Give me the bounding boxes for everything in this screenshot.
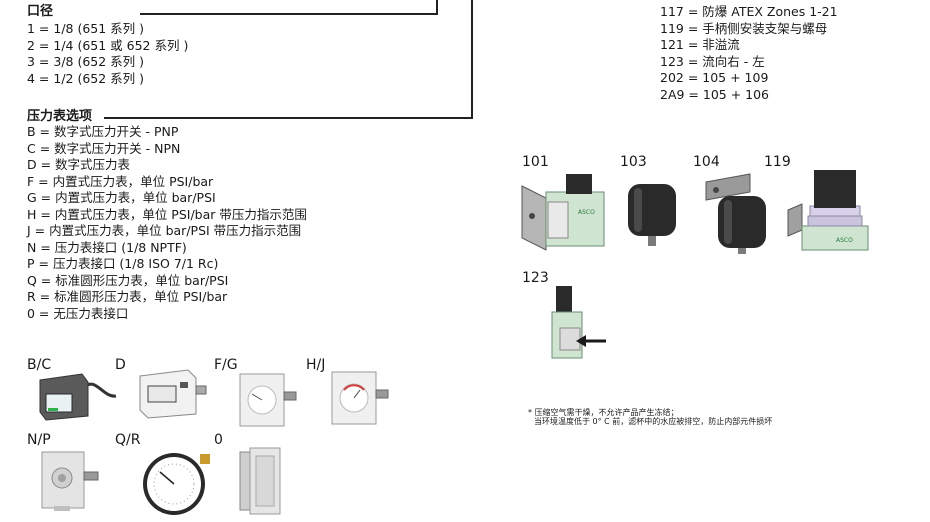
gauge-fg-illustration (239, 373, 297, 427)
option-item-202: 202 = 105 + 109 (660, 70, 769, 85)
bore-list: 1 = 1/8 (651 系列 ) 2 = 1/4 (651 或 652 系列 … (27, 21, 188, 87)
option-item-2a9: 2A9 = 105 + 106 (660, 86, 770, 102)
gauge-label-d: D (115, 357, 126, 373)
footnote-line-1: * 压缩空气需干燥，不允许产品产生冻结； (528, 408, 679, 417)
option-103-illustration (628, 184, 676, 246)
option-item-121: 121 = 非溢流 (660, 37, 740, 52)
gauge-label-fg: F/G (214, 357, 238, 373)
option-label-104: 104 (693, 154, 720, 170)
option-101-illustration: ASCO (521, 174, 605, 251)
bore-heading: 口径 (27, 4, 54, 19)
gauge-item-g: G = 内置式压力表，单位 bar/PSI (27, 190, 216, 205)
frame-gauge-bottom (104, 117, 473, 119)
gauge-item-p: P = 压力表接口 (1/8 ISO 7/1 Rc) (27, 256, 219, 271)
option-label-101: 101 (522, 154, 549, 170)
frame-bore-bottom (140, 13, 438, 15)
gauge-item-h: H = 内置式压力表，单位 PSI/bar 带压力指示范围 (27, 206, 307, 222)
option-label-119: 119 (764, 154, 791, 170)
gauge-item-d: D = 数字式压力表 (27, 157, 131, 172)
gauge-bc-illustration (39, 373, 117, 421)
gauge-qr-illustration (143, 453, 210, 515)
option-label-123: 123 (522, 270, 549, 286)
options-list: 117 = 防爆 ATEX Zones 1-21 119 = 手柄侧安装支架与螺… (660, 4, 838, 103)
gauge-item-b: B = 数字式压力开关 - PNP (27, 124, 179, 139)
option-119-illustration: ASCO (787, 170, 869, 251)
option-item-119: 119 = 手柄侧安装支架与螺母 (660, 20, 828, 36)
footnote-line-2: 当环境温度低于 0° C 前，滤杯中的水应被排空，防止内部元件损坏 (534, 417, 773, 426)
gauge-item-q: Q = 标准圆形压力表，单位 bar/PSI (27, 272, 229, 288)
gauge-label-hj: H/J (306, 357, 326, 373)
gauge-np-illustration (41, 451, 99, 511)
gauge-heading: 压力表选项 (27, 109, 93, 124)
frame-gauge-right (471, 0, 473, 118)
svg-text:ASCO: ASCO (836, 237, 853, 244)
svg-text:ASCO: ASCO (578, 209, 595, 216)
option-label-103: 103 (620, 154, 647, 170)
gauge-label-qr: Q/R (115, 432, 141, 448)
gauge-item-j: J = 内置式压力表，单位 bar/PSI 带压力指示范围 (27, 223, 302, 238)
gauge-item-f: F = 内置式压力表，单位 PSI/bar (27, 173, 214, 189)
bore-item-1: 1 = 1/8 (651 系列 ) (27, 21, 145, 36)
gauge-label-bc: B/C (27, 357, 52, 373)
gauge-d-illustration (139, 369, 207, 419)
bore-item-4: 4 = 1/2 (652 系列 ) (27, 70, 145, 86)
gauge-list: B = 数字式压力开关 - PNP C = 数字式压力开关 - NPN D = … (27, 124, 307, 322)
gauge-item-r: R = 标准圆形压力表，单位 PSI/bar (27, 289, 228, 304)
gauge-0-illustration (239, 447, 281, 515)
gauge-label-0: 0 (214, 432, 223, 448)
option-item-117: 117 = 防爆 ATEX Zones 1-21 (660, 4, 838, 19)
gauge-item-c: C = 数字式压力开关 - NPN (27, 140, 181, 156)
frame-bore-right (436, 0, 438, 14)
gauge-item-0: 0 = 无压力表接口 (27, 305, 129, 321)
option-item-123: 123 = 流向右 - 左 (660, 53, 765, 69)
gauge-item-n: N = 压力表接口 (1/8 NPTF) (27, 239, 187, 255)
gauge-hj-illustration (331, 371, 389, 425)
gauge-label-np: N/P (27, 432, 51, 448)
option-123-illustration (551, 286, 606, 359)
bore-item-2: 2 = 1/4 (651 或 652 系列 ) (27, 37, 189, 53)
option-104-illustration (705, 173, 766, 254)
bore-item-3: 3 = 3/8 (652 系列 ) (27, 54, 145, 69)
